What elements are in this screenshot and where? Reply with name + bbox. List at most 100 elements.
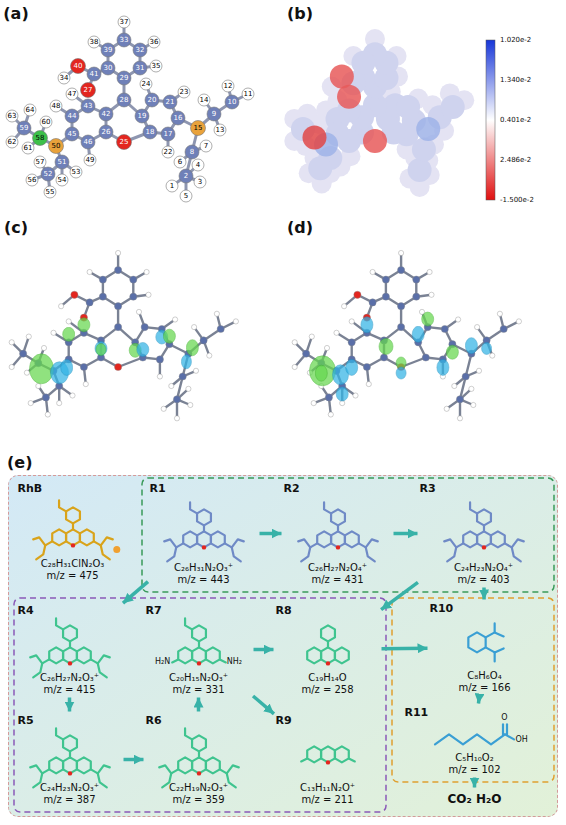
bond bbox=[59, 500, 66, 511]
atom bbox=[141, 324, 148, 331]
bond bbox=[100, 537, 112, 545]
atom-number: 62 bbox=[8, 139, 17, 146]
reaction-arrow bbox=[382, 646, 428, 650]
atom-number: 2 bbox=[184, 173, 188, 180]
structure-svg bbox=[276, 727, 380, 782]
atom bbox=[490, 353, 495, 358]
bond bbox=[176, 543, 183, 547]
atom bbox=[198, 94, 210, 106]
bond bbox=[493, 652, 495, 661]
compound-name: R11 bbox=[405, 706, 429, 719]
atom bbox=[115, 363, 122, 370]
formula: C₂₆H₂₇N₂O₄⁺ bbox=[308, 562, 367, 574]
ring-bond bbox=[79, 529, 93, 545]
bond bbox=[485, 623, 494, 637]
atom bbox=[179, 169, 193, 183]
atom bbox=[144, 269, 149, 274]
molecule-structure bbox=[30, 618, 110, 677]
scale-value: 1.340e-2 bbox=[500, 77, 531, 84]
group-box bbox=[14, 598, 386, 812]
bond bbox=[447, 547, 456, 561]
atom bbox=[26, 334, 31, 339]
atom-number: 60 bbox=[42, 119, 51, 126]
atom bbox=[33, 131, 48, 146]
formula: C₅H₁₀O₂ bbox=[455, 752, 493, 764]
bond bbox=[224, 543, 231, 547]
ring-oxygen bbox=[196, 661, 200, 665]
formula: C₂₆H₂₇N₂O₃⁺ bbox=[40, 672, 99, 684]
mass-value: m/z = 387 bbox=[43, 794, 95, 806]
molecule-structure bbox=[444, 502, 524, 561]
atom bbox=[81, 135, 95, 149]
ring-bond bbox=[331, 531, 345, 547]
atom-number: 26 bbox=[102, 129, 111, 136]
atom bbox=[80, 363, 87, 370]
atom bbox=[207, 107, 221, 121]
atom bbox=[497, 311, 502, 316]
atom bbox=[117, 93, 131, 107]
orbital-lobe bbox=[361, 317, 373, 333]
atom bbox=[117, 135, 132, 150]
atom bbox=[462, 373, 469, 380]
bond bbox=[505, 724, 507, 734]
atom bbox=[225, 95, 239, 109]
mass-value: m/z = 443 bbox=[177, 574, 229, 586]
atom bbox=[88, 36, 100, 48]
bond bbox=[90, 659, 97, 663]
structure-area bbox=[18, 617, 122, 672]
atom bbox=[200, 337, 207, 344]
compound-node: R5C₂₄H₂₃N₂O₃⁺m/z = 387 bbox=[18, 714, 122, 806]
atom bbox=[214, 124, 226, 136]
atom bbox=[49, 139, 64, 154]
structure-area bbox=[18, 495, 128, 558]
bond bbox=[511, 547, 520, 561]
compound-name: R8 bbox=[276, 604, 292, 617]
bond bbox=[231, 539, 243, 547]
group-label: NH₂ bbox=[227, 658, 242, 666]
bond bbox=[90, 769, 97, 773]
compound-node: R8C₁₉H₁₄Om/z = 258 bbox=[276, 604, 380, 696]
compound-name: R9 bbox=[276, 714, 292, 727]
ring-bond bbox=[52, 529, 66, 545]
atom bbox=[363, 363, 370, 370]
structure-svg bbox=[18, 495, 128, 558]
bond bbox=[310, 543, 317, 547]
compound-node: R1C₂₆H₃₁N₂O₃⁺m/z = 443 bbox=[150, 482, 258, 586]
atom bbox=[161, 127, 175, 141]
bond bbox=[93, 541, 100, 545]
atom bbox=[348, 339, 355, 346]
bond bbox=[30, 765, 42, 773]
atom bbox=[42, 394, 49, 401]
bond bbox=[30, 655, 42, 663]
orbital-lobe bbox=[379, 338, 393, 354]
orbital-lobe bbox=[78, 318, 90, 332]
atom-number: 45 bbox=[68, 131, 77, 138]
atom bbox=[117, 33, 131, 47]
reaction-arrow bbox=[477, 695, 481, 703]
formula: C₂₂H₁₉N₂O₃⁺ bbox=[169, 782, 228, 794]
atom bbox=[166, 180, 178, 192]
atom bbox=[162, 146, 174, 158]
atom-number: 14 bbox=[200, 97, 209, 104]
group-label: O bbox=[501, 714, 507, 722]
atom bbox=[325, 394, 332, 401]
formula: C₂₀H₁₅N₂O₃⁺ bbox=[169, 672, 228, 684]
scale-value: 2.486e-2 bbox=[500, 157, 531, 164]
bond bbox=[505, 734, 514, 739]
bond bbox=[501, 724, 503, 734]
atom-number: 28 bbox=[120, 97, 129, 104]
orbital-lobe bbox=[465, 338, 477, 354]
atom-number: 39 bbox=[104, 47, 113, 54]
orbital-lobe bbox=[163, 329, 175, 343]
bond bbox=[159, 765, 171, 773]
bond bbox=[301, 758, 307, 761]
bond bbox=[470, 502, 477, 513]
atom-number: 54 bbox=[58, 177, 67, 184]
atom bbox=[354, 291, 361, 298]
atom bbox=[99, 276, 106, 283]
structure-svg bbox=[420, 495, 548, 562]
ring-bond bbox=[66, 507, 80, 523]
atom-number: 19 bbox=[138, 113, 147, 120]
atom-number: 18 bbox=[146, 129, 155, 136]
bond bbox=[172, 659, 178, 662]
